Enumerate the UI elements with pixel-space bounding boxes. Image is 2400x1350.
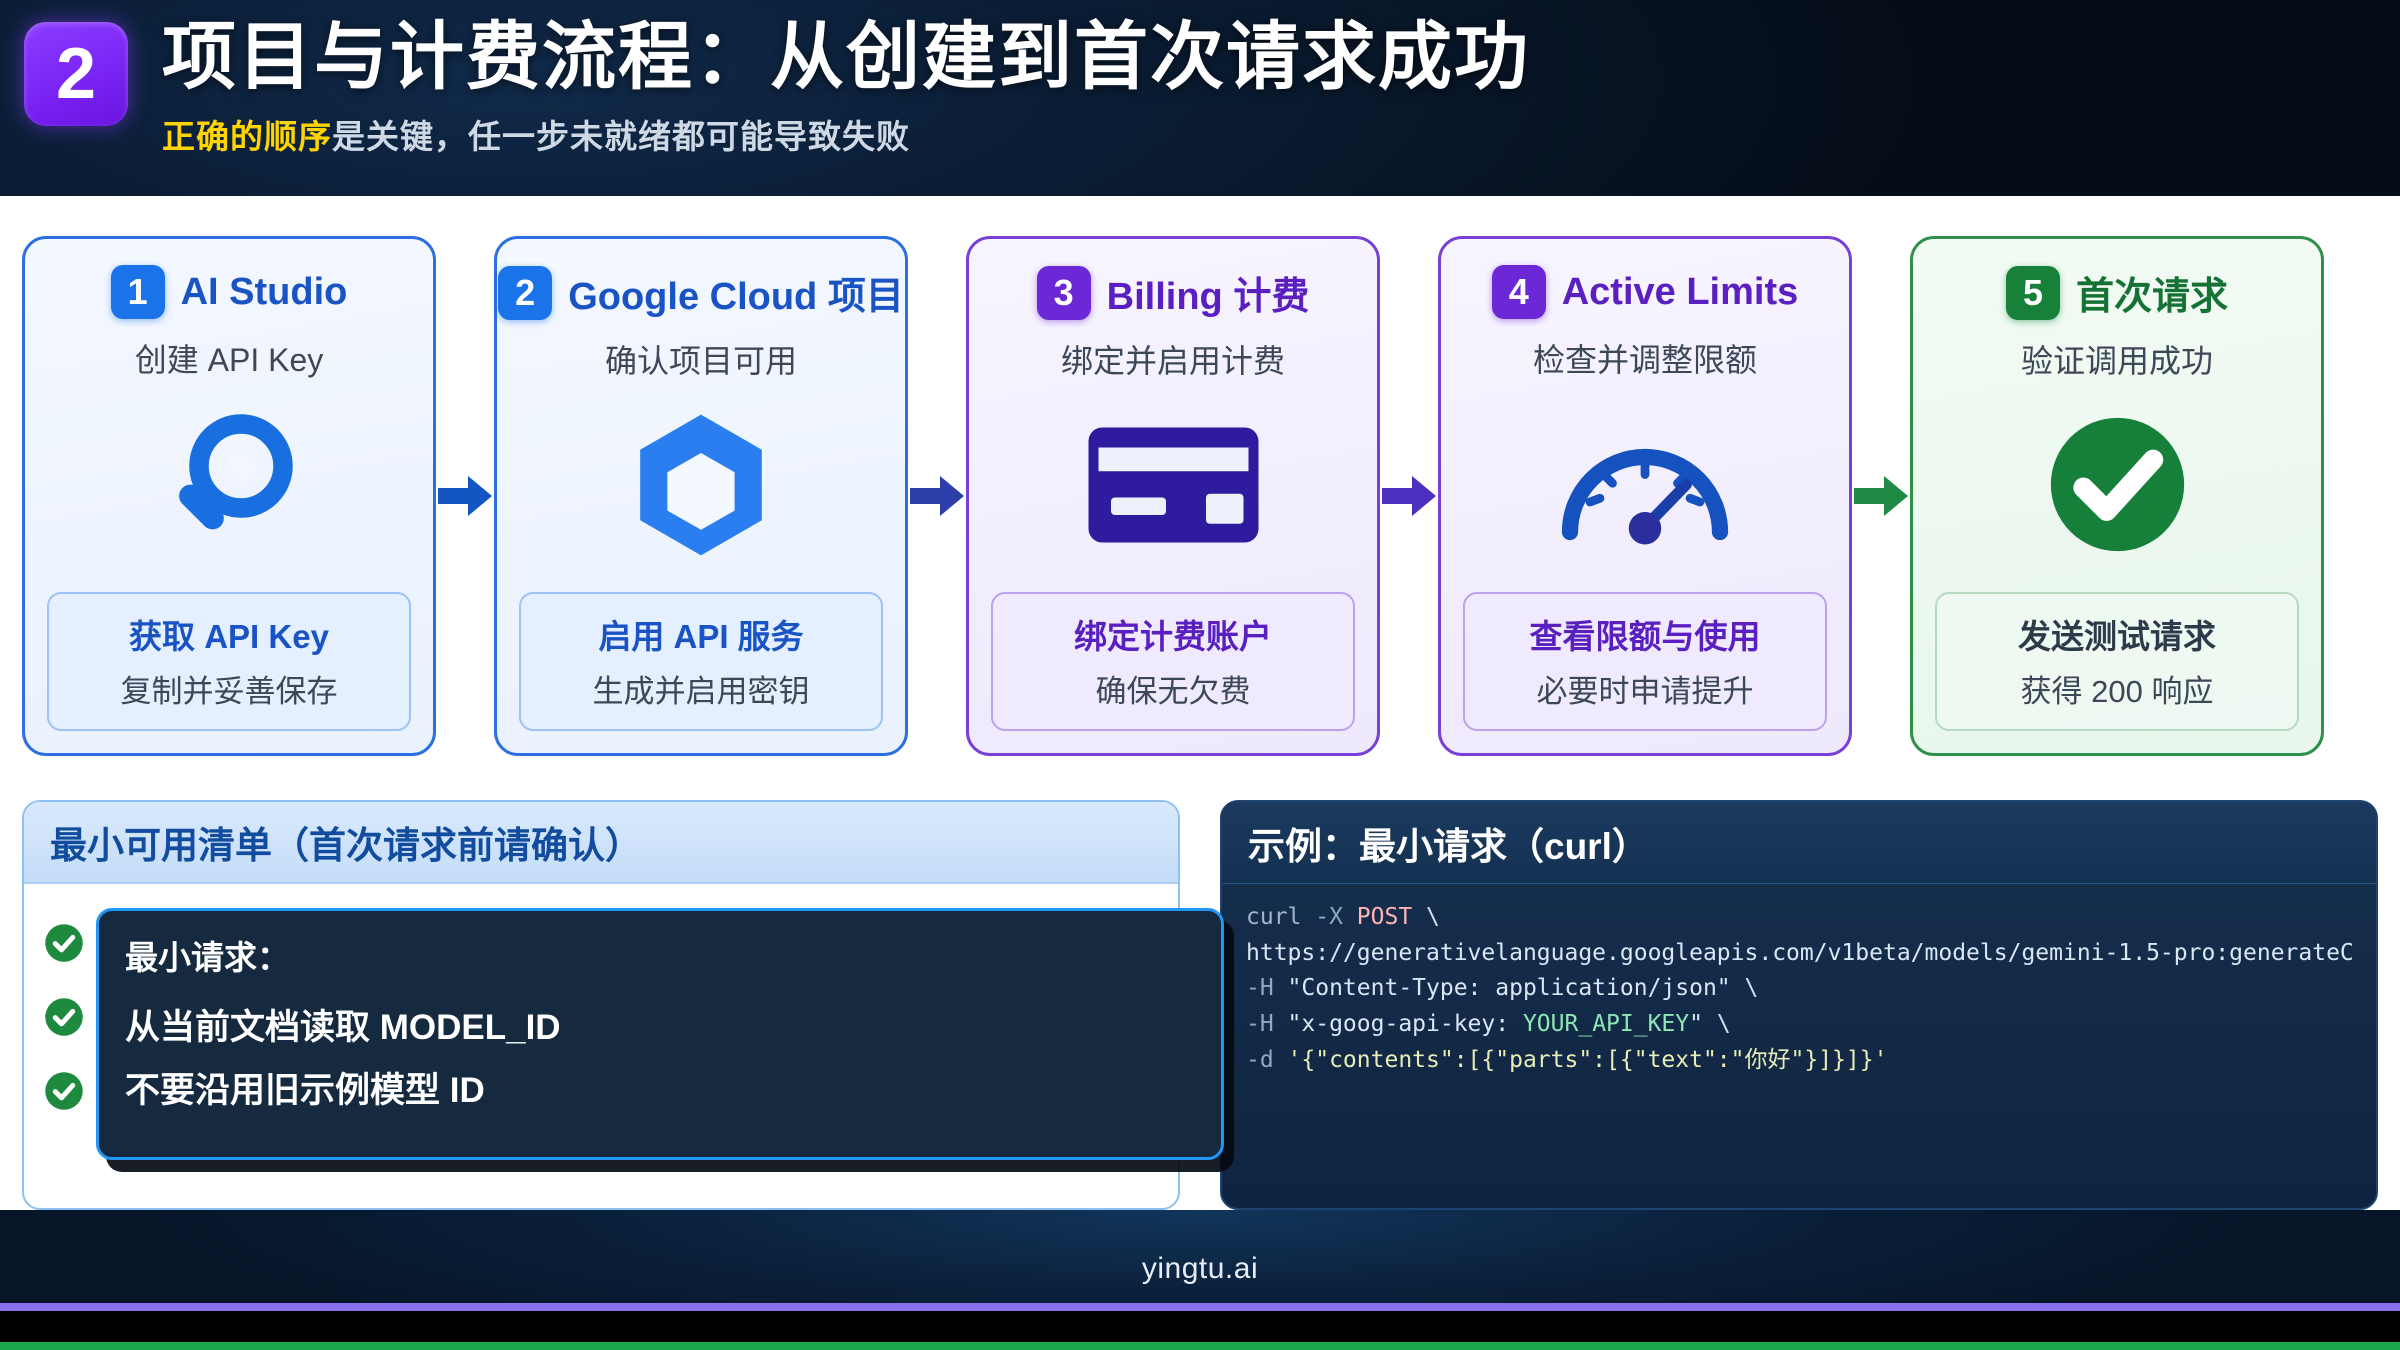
code-tail: \: [1702, 1010, 1731, 1037]
code-flag: -d: [1246, 1046, 1288, 1073]
check-icon: [44, 923, 84, 963]
code-tail: \: [1412, 904, 1440, 930]
code-line-5: -d '{"contents":[{"parts":[{"text":"你好"}…: [1246, 1043, 2352, 1079]
code-flag: -X: [1315, 904, 1357, 930]
card-2-chip-line2: 生成并启用密钥: [592, 674, 810, 709]
code-cmd: curl: [1246, 904, 1316, 930]
callout-line-1: 最小请求：: [125, 939, 290, 976]
step-card-3[interactable]: 3 Billing 计费 绑定并启用计费 绑定计费账户 确保无欠费: [966, 236, 1380, 756]
card-5-chip-line2: 获得 200 响应: [2020, 674, 2214, 709]
step-card-1[interactable]: 1 AI Studio 创建 API Key 获取 API Key 复制并妥善保…: [22, 236, 436, 756]
card-5-number: 5: [2005, 265, 2060, 320]
code-flag: -H: [1246, 975, 1288, 1002]
callout-overlay[interactable]: 最小请求： 从当前文档读取 MODEL_ID 不要沿用旧示例模型 ID: [96, 908, 1224, 1160]
card-4-subtitle: 检查并调整限额: [1532, 342, 1757, 378]
code-tail: \: [1730, 975, 1759, 1002]
card-2-icon-wrap: [519, 382, 883, 592]
subtitle-rest: 是关键，任一步未就绪都可能导致失败: [332, 118, 910, 156]
code-line-1: curl -X POST \: [1246, 900, 2352, 936]
page-title: 项目与计费流程：从创建到首次请求成功: [162, 15, 1530, 98]
code-example-panel: 示例：最小请求（curl） curl -X POST \ https://gen…: [1220, 800, 2378, 1210]
card-1-chip: 获取 API Key 复制并妥善保存: [47, 592, 411, 731]
card-3-subtitle: 绑定并启用计费: [1060, 343, 1285, 379]
step-card-4[interactable]: 4 Active Limits 检查并调整限额: [1438, 236, 1852, 756]
arrow-3-to-4: [1380, 474, 1438, 518]
card-1-icon-wrap: [47, 381, 411, 592]
card-1-subtitle: 创建 API Key: [134, 342, 324, 378]
card-5-chip-line1: 发送测试请求: [2018, 618, 2216, 655]
card-2-subtitle: 确认项目可用: [604, 343, 797, 379]
page-subtitle: 正确的顺序是关键，任一步未就绪都可能导致失败: [162, 110, 1530, 158]
card-3-chip: 绑定计费账户 确保无欠费: [991, 592, 1355, 731]
card-3-chip-line2: 确保无欠费: [1095, 674, 1251, 709]
check-circle-icon: [2040, 407, 2195, 567]
footer-purple-rule: [0, 1303, 2400, 1311]
checklist-title: 最小可用清单（首次请求前请确认）: [50, 825, 642, 866]
step-card-row: 1 AI Studio 创建 API Key 获取 API Key 复制并妥善保…: [0, 196, 2400, 796]
arrow-1-to-2: [436, 474, 494, 518]
card-4-chip-line1: 查看限额与使用: [1529, 618, 1761, 655]
card-2-number: 2: [498, 265, 553, 320]
card-5-icon-wrap: [1935, 382, 2299, 592]
card-1-number: 1: [110, 265, 165, 319]
card-3-title: Billing 计费: [1106, 276, 1310, 318]
card-2-chip-line1: 启用 API 服务: [598, 618, 804, 655]
header-step-badge: 2: [24, 22, 128, 126]
card-3-header: 3 Billing 计费: [1036, 265, 1310, 320]
check-icon: [44, 1071, 84, 1111]
code-method: POST: [1356, 904, 1413, 930]
check-icon: [44, 997, 84, 1037]
magnifier-icon: [154, 409, 304, 564]
card-5-subtitle: 验证调用成功: [2020, 343, 2213, 379]
footer-green-rule: [0, 1342, 2400, 1350]
card-3-chip-line1: 绑定计费账户: [1074, 618, 1272, 655]
header-text-block: 项目与计费流程：从创建到首次请求成功 正确的顺序是关键，任一步未就绪都可能导致失…: [162, 16, 1530, 158]
card-3-icon-wrap: [991, 382, 1355, 592]
card-2-chip: 启用 API 服务 生成并启用密钥: [519, 592, 883, 731]
code-api-key-placeholder: YOUR_API_KEY: [1522, 1010, 1690, 1037]
checklist-header: 最小可用清单（首次请求前请确认）: [24, 802, 1178, 884]
gauge-icon: [1555, 422, 1735, 552]
step-card-2[interactable]: 2 Google Cloud 项目 确认项目可用 启用 API 服务 生成并启用…: [494, 236, 908, 756]
code-line-2: https://generativelanguage.googleapis.co…: [1246, 936, 2352, 972]
card-5-title: 首次请求: [2075, 276, 2228, 318]
code-json-body: '{"contents":[{"parts":[{"text":"你好"}]}]…: [1287, 1046, 1888, 1073]
code-quote: ": [1689, 1010, 1703, 1037]
footer-brand: yingtu.ai: [1141, 1252, 1259, 1285]
card-1-header: 1 AI Studio: [110, 265, 348, 319]
card-4-chip: 查看限额与使用 必要时申请提升: [1463, 592, 1827, 731]
card-4-icon-wrap: [1463, 381, 1827, 592]
subtitle-highlight: 正确的顺序: [162, 118, 332, 156]
code-header-value: "x-goog-api-key:: [1287, 1010, 1523, 1037]
card-4-title: Active Limits: [1561, 270, 1799, 313]
card-5-header: 5 首次请求: [2005, 265, 2228, 320]
step-card-5[interactable]: 5 首次请求 验证调用成功 发送测试请求 获得 200 响应: [1910, 236, 2324, 756]
code-url: https://generativelanguage.googleapis.co…: [1246, 939, 2352, 966]
credit-card-icon: [1086, 425, 1261, 550]
arrow-2-to-3: [908, 474, 966, 518]
footer-black-band: [0, 1311, 2400, 1342]
slide-header: 2 项目与计费流程：从创建到首次请求成功 正确的顺序是关键，任一步未就绪都可能导…: [0, 0, 2400, 196]
card-4-header: 4 Active Limits: [1491, 265, 1799, 319]
card-4-chip-line2: 必要时申请提升: [1536, 674, 1754, 709]
code-block[interactable]: curl -X POST \ https://generativelanguag…: [1222, 884, 2376, 1094]
hexagon-cloud-icon: [621, 405, 781, 570]
code-line-4: -H "x-goog-api-key: YOUR_API_KEY" \: [1246, 1007, 2352, 1043]
card-2-header: 2 Google Cloud 项目: [498, 265, 904, 320]
arrow-4-to-5: [1852, 474, 1910, 518]
code-panel-title: 示例：最小请求（curl）: [1248, 825, 1649, 867]
card-2-title: Google Cloud 项目: [568, 276, 904, 318]
card-3-number: 3: [1036, 265, 1091, 320]
card-4-number: 4: [1491, 265, 1546, 319]
card-5-chip: 发送测试请求 获得 200 响应: [1935, 592, 2299, 731]
card-1-chip-line1: 获取 API Key: [129, 618, 329, 655]
code-line-3: -H "Content-Type: application/json" \: [1246, 971, 2352, 1007]
card-1-chip-line2: 复制并妥善保存: [120, 674, 338, 709]
code-panel-header: 示例：最小请求（curl）: [1222, 802, 2376, 884]
code-flag: -H: [1246, 1010, 1288, 1037]
card-1-title: AI Studio: [180, 270, 348, 313]
callout-line-3: 不要沿用旧示例模型 ID: [125, 1071, 485, 1110]
callout-line-2: 从当前文档读取 MODEL_ID: [125, 1008, 561, 1047]
code-header-value: "Content-Type: application/json": [1287, 975, 1731, 1002]
